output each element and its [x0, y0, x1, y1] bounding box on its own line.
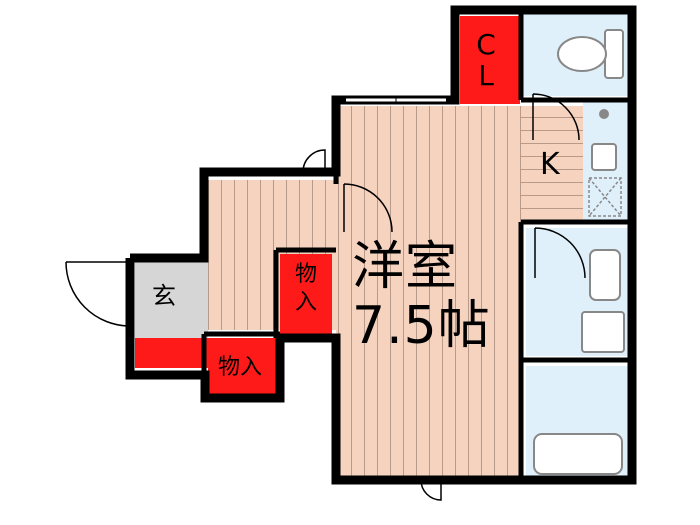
bathtub-icon: [533, 433, 623, 475]
inner-walls: [201, 10, 632, 480]
storage-block-2: [208, 338, 276, 394]
window-lines: [346, 96, 446, 104]
closet-label-line2: L: [478, 58, 494, 92]
entrance-shoe-box: [135, 338, 208, 368]
toilet-icon: [557, 29, 624, 79]
storage-label-2: 物入: [218, 355, 263, 380]
sink-icon: [591, 109, 617, 171]
entrance-floor: [135, 258, 208, 338]
closet-label-line1: C: [476, 28, 496, 61]
storage-label-1: 物 入: [286, 261, 326, 316]
closet-block: [460, 16, 520, 104]
entrance-label: 玄: [152, 282, 176, 310]
washbasin-icon: [581, 249, 625, 353]
kitchen-floor: [521, 106, 583, 222]
storage-label-1-line2: 入: [294, 289, 317, 315]
storage-label-1-line1: 物: [294, 262, 317, 287]
closet-label: C L: [466, 28, 506, 92]
door-swings: [65, 93, 586, 501]
storage-block-1: [280, 254, 332, 334]
kitchen-label: K: [540, 147, 560, 182]
main-room-floor: [336, 106, 521, 476]
main-room-size: 7.5帖: [352, 296, 491, 357]
main-room-label: 洋室 7.5帖: [352, 237, 491, 357]
main-room-type: 洋室: [352, 237, 459, 297]
stove-icon: [588, 177, 622, 217]
